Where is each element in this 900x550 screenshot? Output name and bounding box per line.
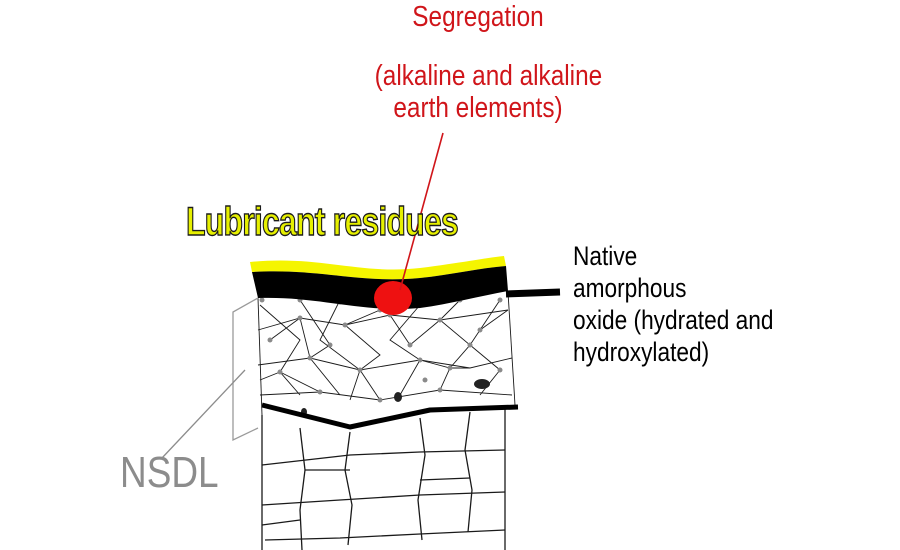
oxide-label-line1: Native [573,241,638,271]
nsdl-label: NSDL [120,448,219,497]
oxide-label-line4: hydroxylated) [573,337,710,368]
lubricant-layer [250,256,506,280]
segregation-leader-line [399,132,444,291]
segregation-title: Segregation [412,1,544,33]
lubricant-residues-label: Lubricant residues [185,199,459,244]
segregation-detail-line1: (alkaline and alkaline [374,60,603,93]
segregation-spot [374,281,412,315]
bulk-grain-structure [261,407,506,550]
segregation-label: Segregation (alkaline and alkaline earth… [374,1,603,124]
segregation-detail-line2: earth elements) [393,91,563,124]
oxide-label-line3: oxide (hydrated and [573,305,774,336]
oxide-label-line2: amorphous [573,273,687,304]
nsdl-leader-line [161,369,246,459]
oxide-label: Native amorphous oxide (hydrated and hyd… [573,240,773,369]
oxide-leader-line [505,288,561,298]
nsdl-bracket [232,297,259,442]
nsdl-boundary [261,402,519,430]
